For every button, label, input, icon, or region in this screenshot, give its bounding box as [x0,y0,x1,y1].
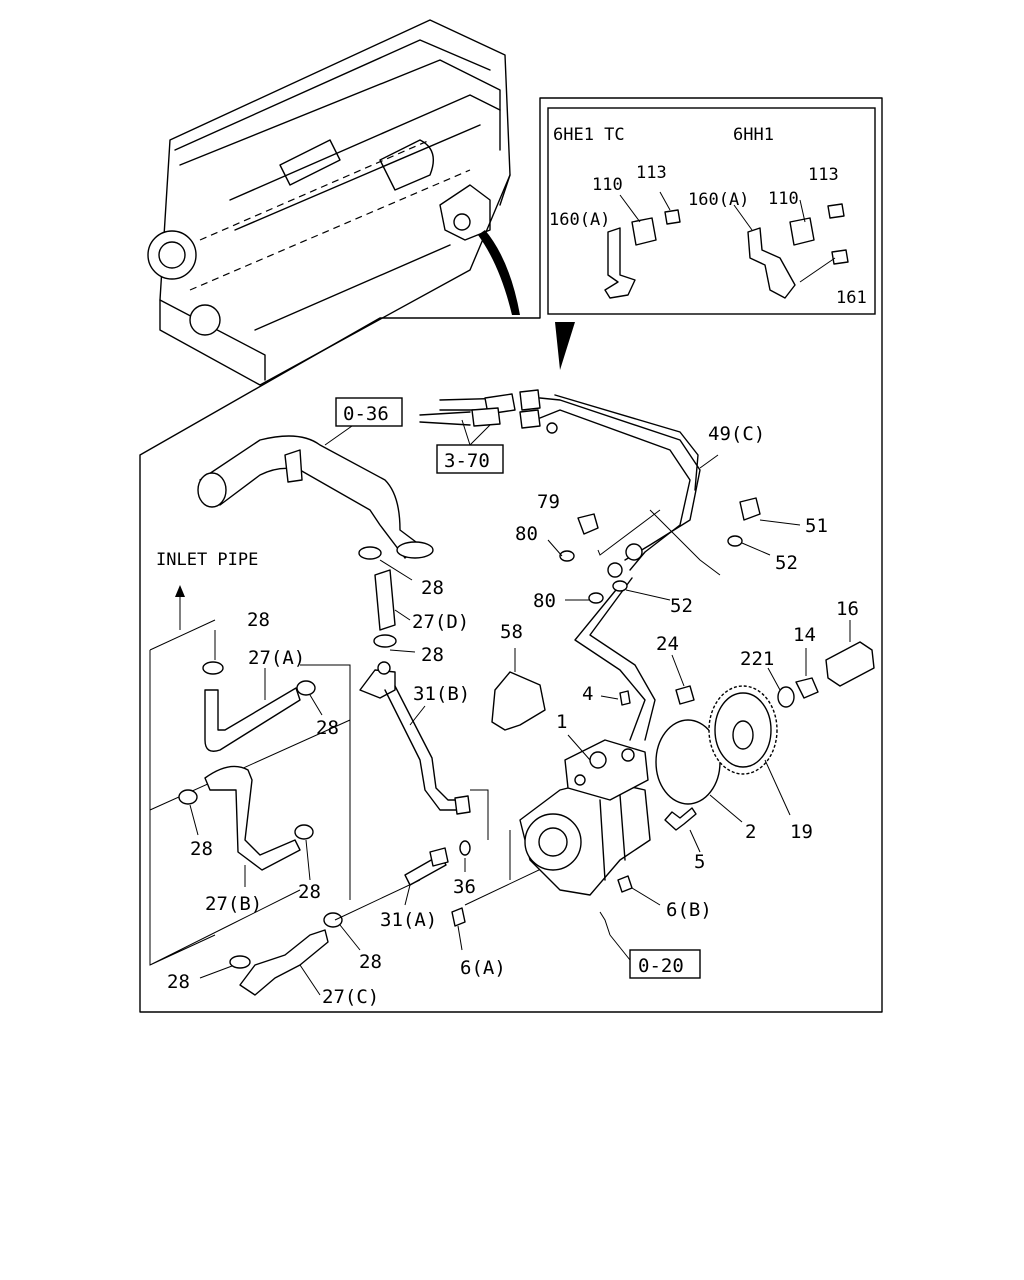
inset-pointer-arrow [555,322,575,370]
callout-28-e: 28 [359,951,382,973]
inset-title-6hh1: 6HH1 [733,125,774,145]
arrow-up-icon [175,585,185,597]
callout-28-g: 28 [421,577,444,599]
svg-text:0-36: 0-36 [343,403,389,425]
inset-title-6he1-tc: 6HE1 TC [553,125,625,145]
hose-clamps [178,546,416,979]
svg-text:36: 36 [453,876,476,898]
callout-52-lower: 52 [670,595,693,617]
svg-text:27(A): 27(A) [248,647,305,669]
callout-52-upper: 52 [775,552,798,574]
svg-text:1: 1 [556,711,567,733]
inset-label-110-right: 110 [768,189,799,209]
bolt-5-nut-6b: 5 6(B) [599,807,712,936]
svg-text:6(A): 6(A) [460,957,506,979]
svg-text:5: 5 [694,851,705,873]
inset-label-161: 161 [836,288,867,308]
inset-label-113-left: 113 [636,163,667,183]
callout-28-d: 28 [298,881,321,903]
inset-label-110-left: 110 [592,175,623,195]
pipe-31b: 31(B) [359,661,471,815]
inset-label-113-right: 113 [808,165,839,185]
inlet-pipe-illustration [197,435,434,559]
ref-box-3-70: 3-70 [436,419,504,474]
fuel-pipe-assembly: 49(C) [419,389,765,741]
hose-27a: 27(A) [204,647,305,752]
ref-box-0-20: 0-20 [609,934,701,979]
callout-28-h: 28 [421,644,444,666]
svg-text:16: 16 [836,598,859,620]
fitting-31a-36-6a: 31(A) 36 6(A) [380,840,506,979]
callout-80-lower: 80 [533,590,556,612]
parts-221-14-16: 221 14 16 [740,598,875,708]
inset-label-160a-left: 160(A) [549,210,610,230]
svg-text:24: 24 [656,633,679,655]
injection-pump: 1 [519,711,651,896]
hose-27d: 27(D) [374,569,469,633]
svg-text:6(B): 6(B) [666,899,712,921]
diagram-frame [139,97,883,1013]
callout-28-b: 28 [316,717,339,739]
inset-label-160a-right: 160(A) [688,190,749,210]
svg-text:27(C): 27(C) [322,986,379,1008]
svg-text:19: 19 [790,821,813,843]
inset-box: 6HE1 TC 6HH1 110 113 160(A) 160(A) 110 1… [547,107,876,370]
svg-text:3-70: 3-70 [444,450,490,472]
callout-79: 79 [537,491,560,513]
part-58-bracket: 58 [491,621,546,731]
callout-49c: 49(C) [708,423,765,445]
callout-28-f: 28 [167,971,190,993]
callout-80-upper: 80 [515,523,538,545]
gear-19: 19 [708,685,813,843]
hose-27b: 27(B) [204,765,301,915]
svg-text:4: 4 [582,683,593,705]
svg-text:27(B): 27(B) [205,893,262,915]
engine-block-illustration [147,19,520,386]
svg-text:0-20: 0-20 [638,955,684,977]
svg-text:27(D): 27(D) [412,611,469,633]
svg-text:31(A): 31(A) [380,909,437,931]
svg-text:31(B): 31(B) [413,683,470,705]
svg-text:14: 14 [793,624,816,646]
inlet-pipe-label: INLET PIPE [156,550,258,570]
svg-text:2: 2 [745,821,756,843]
callout-51: 51 [805,515,828,537]
callout-28-a: 28 [247,609,270,631]
ref-box-0-36: 0-36 [324,397,403,446]
svg-text:58: 58 [500,621,523,643]
banjo-bolts: 79 80 80 51 52 52 [515,491,828,617]
hose-27c: 27(C) [239,929,379,1008]
svg-text:221: 221 [740,648,774,670]
parts-4-24: 4 24 [582,633,695,706]
callout-28-c: 28 [190,838,213,860]
